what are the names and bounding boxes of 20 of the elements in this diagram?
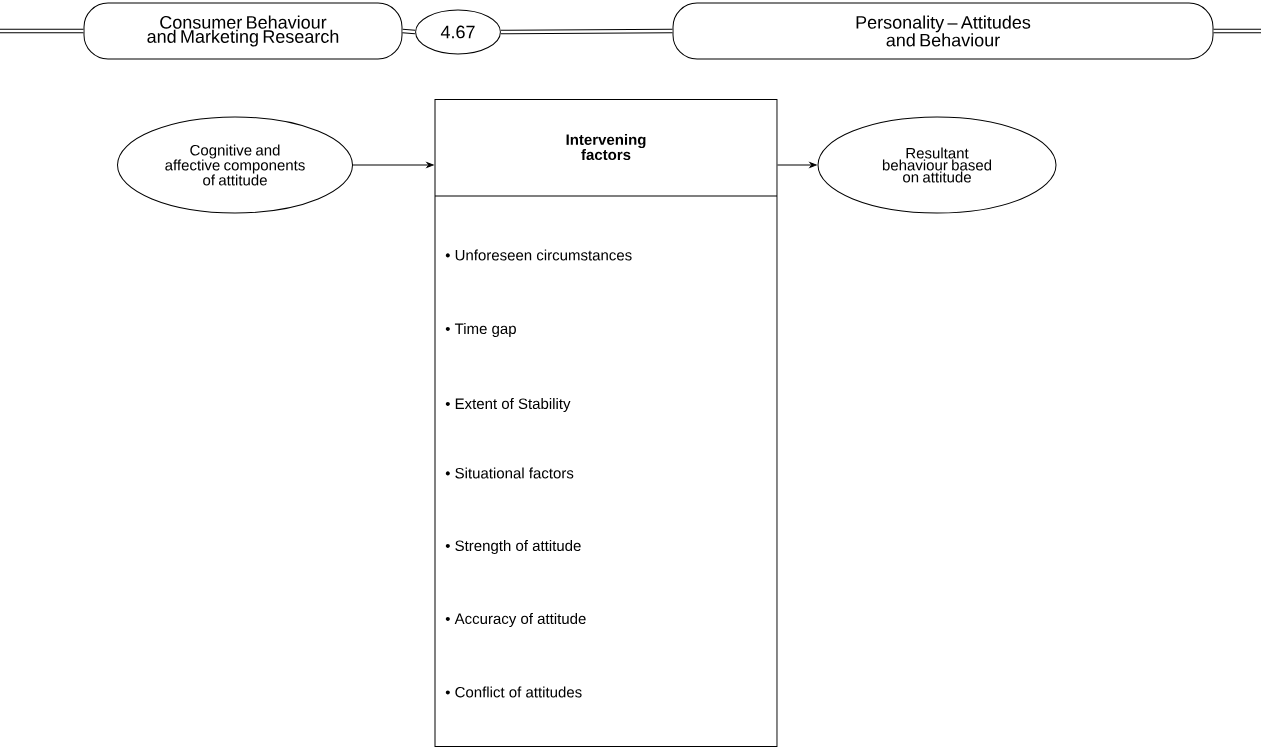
bullet-item: • Unforeseen circumstances: [445, 249, 632, 261]
bullet-item: • Conflict of attitudes: [445, 686, 582, 698]
connector-line: [402, 28, 416, 35]
box-heading: Intervening factors: [566, 133, 646, 161]
connector-line: [1213, 28, 1261, 34]
bullet-item: • Time gap: [445, 323, 516, 337]
bullet-item: • Extent of Stability: [445, 398, 571, 412]
ellipse-node: Resultant behaviour based on attitude: [817, 116, 1057, 214]
bullet-item: • Strength of attitude: [445, 540, 581, 554]
header-banner: Consumer Behaviour and Marketing Research: [83, 2, 403, 60]
connector-line: [500, 28, 673, 35]
page-number-oval: 4.67: [415, 9, 501, 55]
factor-box: [434, 99, 778, 747]
arrow: [777, 162, 817, 168]
arrow: [352, 162, 434, 168]
bullet-item: • Situational factors: [445, 467, 574, 479]
header-banner: Personality – Attitudes and Behaviour: [672, 2, 1214, 60]
bullet-item: • Accuracy of attitude: [445, 613, 586, 627]
ellipse-node: Cognitive and affective components of attitude: [117, 116, 353, 214]
connector-line: [0, 28, 84, 34]
